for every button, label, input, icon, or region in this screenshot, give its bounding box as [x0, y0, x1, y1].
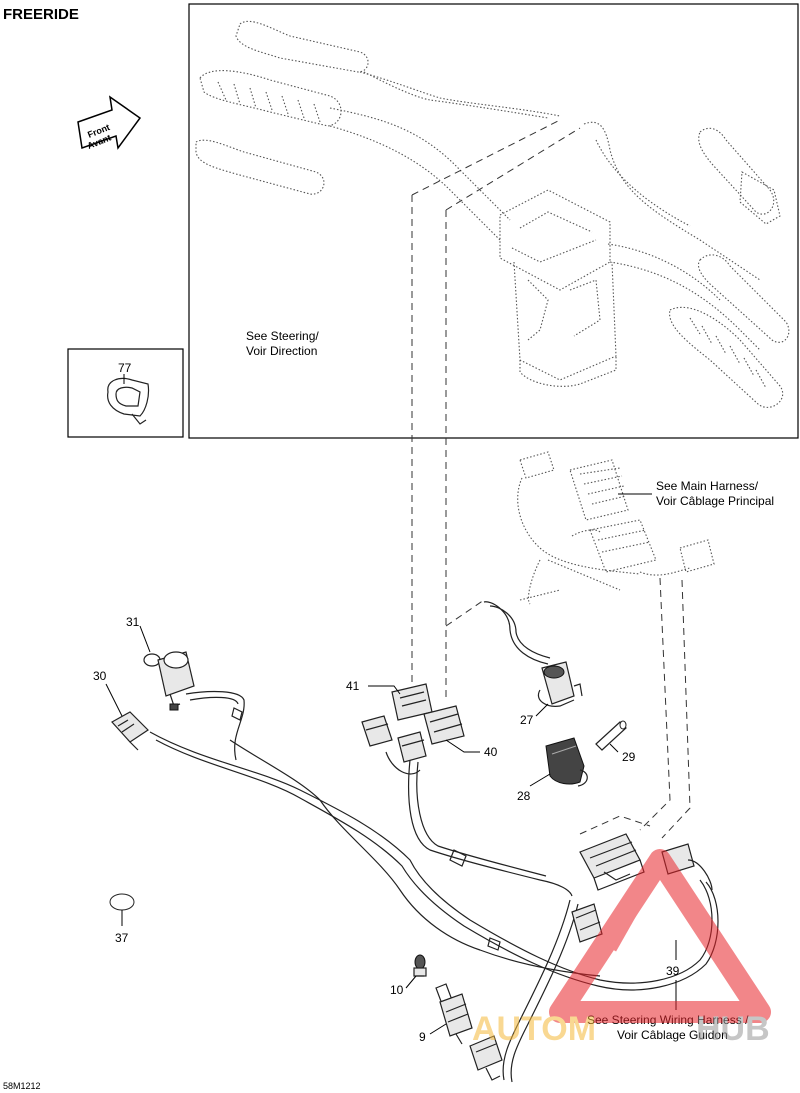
diagram-code: 58M1212 — [3, 1081, 41, 1091]
leader-40 — [445, 739, 480, 753]
leader-30 — [105, 683, 123, 717]
part-29-pin — [595, 720, 627, 751]
main-harness — [517, 451, 715, 605]
steering-wiring-harness — [149, 601, 719, 1083]
diagram-title: FREERIDE — [3, 6, 79, 23]
bottom-connector — [469, 1035, 503, 1081]
watermark: AUTOM HUB — [472, 849, 771, 1048]
part-77-clip — [107, 377, 150, 425]
callout-28: 28 — [517, 789, 531, 803]
main-harness-note-line1: See Main Harness/ — [656, 479, 759, 493]
watermark-left-text: AUTOM — [472, 1010, 596, 1048]
steering-note-line2: Voir Direction — [246, 344, 317, 358]
callout-41: 41 — [346, 679, 360, 693]
handlebar-assembly — [195, 20, 790, 408]
leader-41 — [368, 685, 401, 695]
callout-37: 37 — [115, 931, 129, 945]
callout-39: 39 — [666, 964, 680, 978]
callout-27: 27 — [520, 713, 534, 727]
steering-wiring-note-line2: Voir Câblage Guidon — [617, 1028, 728, 1042]
part-40-connector — [423, 705, 465, 745]
connection-lines — [411, 119, 691, 839]
part-37-oval — [109, 893, 135, 911]
steering-frame — [188, 3, 799, 439]
leader-31 — [139, 625, 151, 653]
callout-77: 77 — [118, 361, 132, 375]
steering-note-line1: See Steering/ — [246, 329, 319, 343]
part-31-switch — [143, 651, 195, 711]
callout-29: 29 — [622, 750, 636, 764]
part-27-switch — [537, 661, 583, 707]
part-77-frame — [67, 348, 184, 438]
callout-40: 40 — [484, 745, 498, 759]
callout-31: 31 — [126, 615, 140, 629]
watermark-right-text: HUB — [696, 1010, 770, 1048]
callout-10: 10 — [390, 983, 404, 997]
part-41-connector — [361, 683, 433, 763]
callout-9: 9 — [419, 1030, 426, 1044]
part-9-switch — [435, 983, 473, 1045]
main-harness-note-line2: Voir Câblage Principal — [656, 494, 774, 508]
leader-28 — [529, 773, 551, 787]
callout-30: 30 — [93, 669, 107, 683]
leader-27 — [535, 703, 549, 717]
leader-29 — [609, 743, 619, 753]
front-arrow: Front Avant — [77, 95, 142, 151]
part-10-bulb — [413, 954, 427, 977]
part-28-cover — [545, 737, 588, 787]
part-30-connector — [111, 711, 149, 751]
leader-9 — [429, 1023, 447, 1035]
leader-10 — [405, 975, 417, 989]
